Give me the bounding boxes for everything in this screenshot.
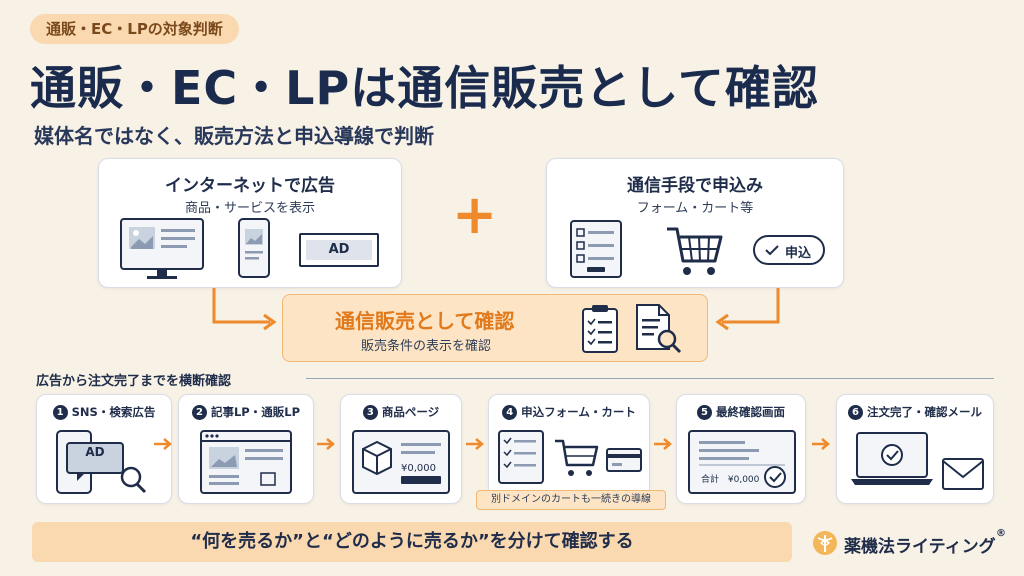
step-number: 1 [52, 405, 68, 420]
registered-mark: ® [996, 528, 1006, 539]
page-subtitle: 媒体名ではなく、販売方法と申込導線で判断 [34, 124, 434, 148]
communication-order-subtitle: フォーム・カート等 [636, 201, 754, 216]
monitor-icon [120, 218, 204, 279]
shopping-cart-icon [667, 227, 723, 275]
flow-section-divider [306, 378, 994, 379]
internet-ad-card: インターネットで広告 商品・サービスを表示 AD [98, 158, 402, 288]
clipboard-checklist-icon [582, 305, 618, 353]
summary-banner: “何を売るか”と“どのように売るか”を分けて確認する [32, 522, 792, 562]
laptop-check-icon [851, 432, 933, 485]
smartphone-icon [238, 218, 270, 278]
step-number: 3 [362, 405, 378, 420]
step-label: SNS・検索広告 [71, 405, 156, 419]
step-number: 5 [697, 405, 712, 420]
form-icon [570, 220, 622, 278]
ad-banner: AD [299, 233, 379, 267]
left-connector-arrow [212, 288, 277, 331]
internet-ad-title: インターネットで広告 [165, 176, 335, 196]
step-ad-label: AD [85, 445, 105, 459]
apply-button: 申込 [753, 235, 825, 265]
email-envelope-icon [942, 458, 984, 490]
communication-order-title: 通信手段で申込み [627, 176, 763, 196]
browser-page-icon [200, 430, 292, 494]
step-label: 申込フォーム・カート [521, 405, 636, 419]
final-total: 合計 ¥0,000 [701, 472, 759, 485]
product-price: ¥0,000 [401, 463, 436, 474]
flow-arrow-2 [317, 438, 335, 450]
plus-icon: + [452, 183, 498, 246]
step-label: 注文完了・確認メール [867, 405, 982, 419]
section-tag: 通販・EC・LPの対象判断 [30, 14, 239, 44]
step-number: 2 [191, 405, 207, 420]
brand-logo-text: 薬機法ライティング [844, 537, 996, 557]
communication-order-card: 通信手段で申込み フォーム・カート等 申込 [546, 158, 844, 288]
page-title: 通販・EC・LPは通信販売として確認 [30, 61, 819, 115]
flow-arrow-5 [812, 438, 830, 450]
form-cart-card-icon [498, 430, 642, 484]
flow-step-order-complete: 6 注文完了・確認メール [836, 394, 994, 504]
step-number: 6 [848, 405, 863, 420]
mail-order-check-title: 通信販売として確認 [335, 309, 515, 333]
confirmation-screen-icon [688, 430, 796, 494]
phone-ad-search-icon [56, 430, 147, 494]
flow-arrow-3 [466, 438, 484, 450]
product-box-icon [352, 430, 450, 494]
right-connector-arrow [715, 288, 780, 331]
ad-banner-inner: AD [306, 240, 372, 260]
flow-step-header: 6 注文完了・確認メール [837, 404, 993, 420]
apply-button-label: 申込 [785, 246, 812, 261]
check-icon [765, 245, 779, 256]
document-search-icon [636, 304, 682, 354]
step-number: 4 [502, 405, 518, 420]
step-label: 商品ページ [381, 405, 440, 419]
step-label: 記事LP・通販LP [210, 405, 300, 419]
internet-ad-subtitle: 商品・サービスを表示 [184, 201, 315, 216]
final-total-label: 合計 [701, 475, 720, 485]
cross-domain-cart-note: 別ドメインのカートも一続きの導線 [476, 490, 666, 510]
flow-arrow-4 [654, 438, 672, 450]
flow-arrow-1 [154, 438, 172, 450]
flow-step-header: 5 最終確認画面 [677, 404, 805, 420]
flow-section-label: 広告から注文完了までを横断確認 [36, 374, 232, 389]
step-label: 最終確認画面 [716, 405, 785, 419]
flow-step-final-confirmation: 5 最終確認画面 合計 ¥0,000 [676, 394, 806, 504]
final-total-value: ¥0,000 [727, 475, 760, 485]
mail-order-check-card: 通信販売として確認 販売条件の表示を確認 [282, 294, 708, 362]
caduceus-logo-icon [813, 531, 837, 555]
mail-order-check-subtitle: 販売条件の表示を確認 [361, 339, 492, 354]
